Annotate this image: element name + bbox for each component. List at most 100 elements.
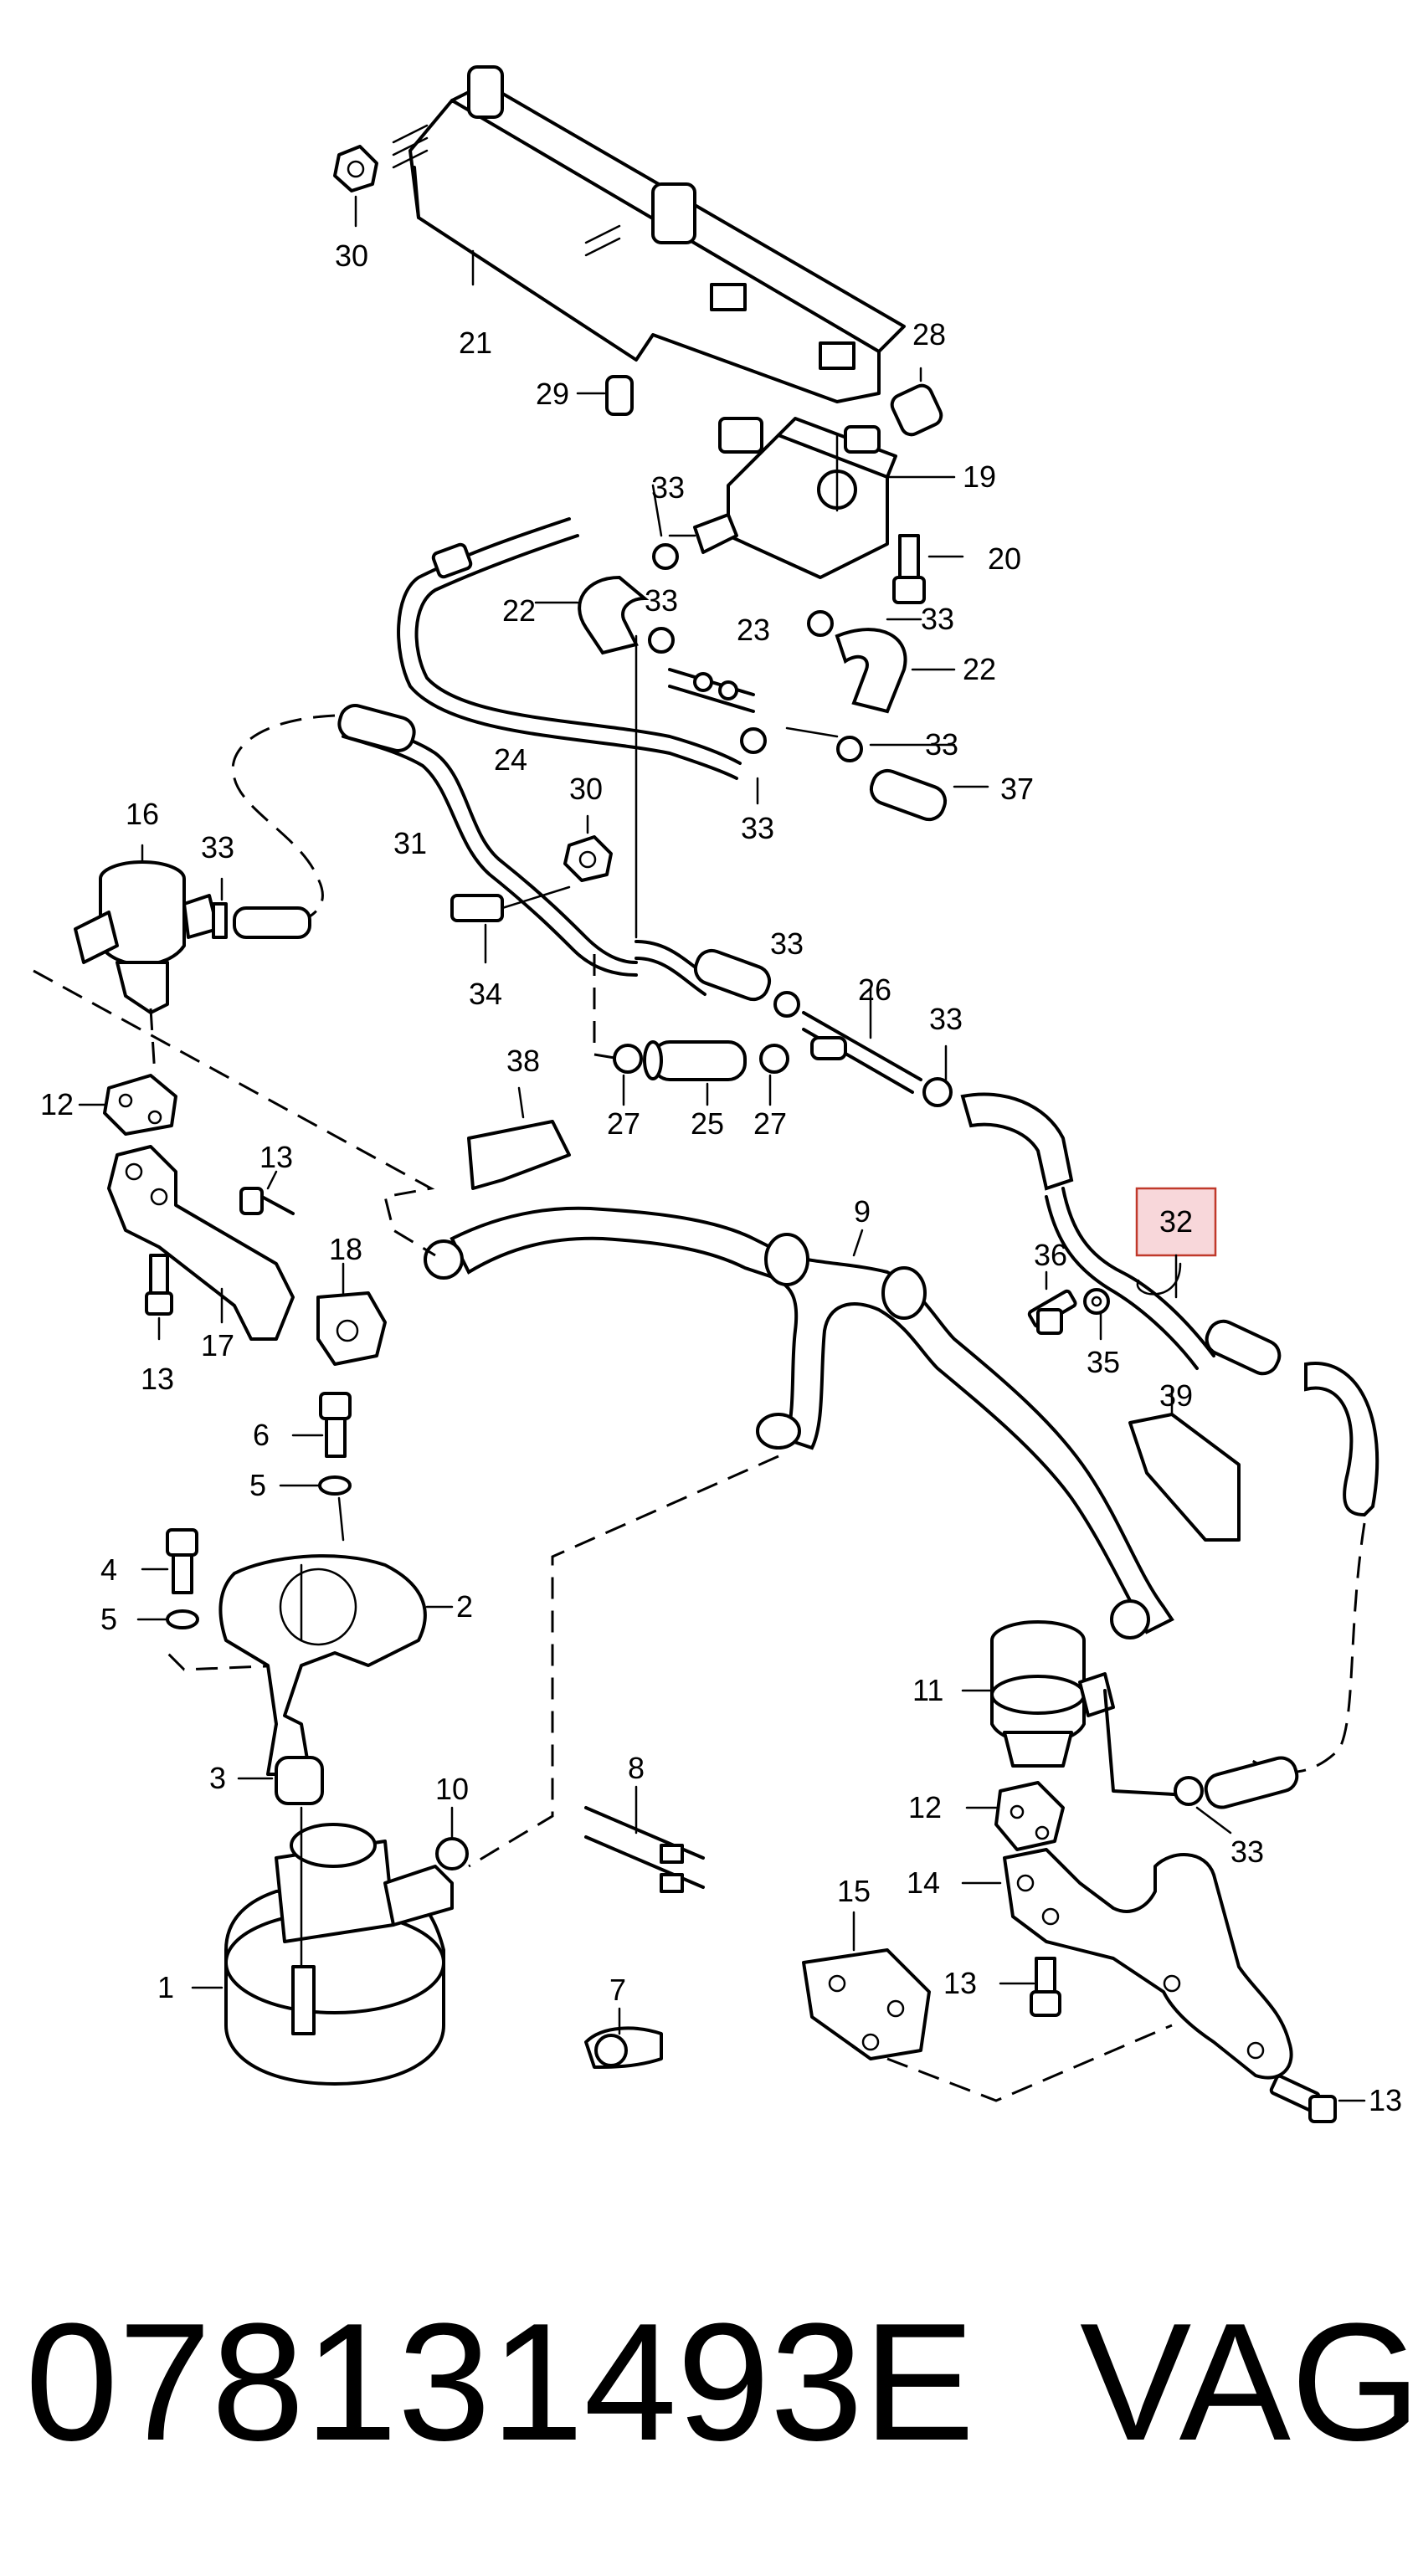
label-4: 4 <box>100 1552 117 1587</box>
part-1-secondary-air-pump <box>191 1806 454 2086</box>
label-13-right: 13 <box>943 1966 977 2000</box>
part-22-hose-left <box>578 575 650 655</box>
part-33-hose-right <box>1304 1362 1379 1517</box>
label-39: 39 <box>1159 1378 1193 1413</box>
part-14-pipe <box>961 1848 1293 2080</box>
part-25-hose-sleeve <box>643 1040 747 1081</box>
label-5-top: 5 <box>249 1468 266 1502</box>
label-33-h: 33 <box>929 1002 963 1036</box>
label-33-d: 33 <box>925 727 958 762</box>
label-13-bottom-right: 13 <box>1369 2083 1402 2117</box>
label-27-left: 27 <box>607 1106 640 1141</box>
part-12-gasket-left <box>78 1074 177 1136</box>
label-10: 10 <box>435 1772 469 1806</box>
part-24-vacuum-line <box>397 517 742 780</box>
label-5-bottom: 5 <box>100 1602 117 1636</box>
label-30-mid: 30 <box>569 772 603 806</box>
part-26-hose-pipe <box>635 940 922 1094</box>
label-36: 36 <box>1034 1238 1067 1272</box>
label-35: 35 <box>1087 1345 1120 1379</box>
label-18: 18 <box>329 1232 362 1266</box>
part-20-bolt <box>892 534 964 604</box>
part-39-bracket <box>1128 1388 1241 1542</box>
label-15: 15 <box>837 1874 871 1908</box>
part-15-gasket <box>802 1911 931 2060</box>
label-33-e: 33 <box>741 811 774 845</box>
label-2: 2 <box>456 1589 473 1624</box>
label-29: 29 <box>536 377 569 411</box>
label-12-right: 12 <box>908 1790 942 1824</box>
part-34-union <box>450 885 571 964</box>
label-33-f: 33 <box>201 830 234 865</box>
part-16-combi-valve <box>74 844 219 1014</box>
label-14: 14 <box>907 1865 940 1900</box>
part-13-bolt-bottom-right <box>1269 2074 1366 2123</box>
label-1: 1 <box>157 1970 174 2004</box>
brand-text: VAG <box>1080 2289 1418 2476</box>
label-33-i: 33 <box>1230 1835 1264 1869</box>
part-12-gasket-right <box>965 1781 1065 1851</box>
label-13-left-top: 13 <box>259 1140 293 1174</box>
label-34: 34 <box>469 977 502 1011</box>
label-30-top: 30 <box>335 239 368 273</box>
part-13-bolt-right <box>999 1957 1061 2017</box>
label-20: 20 <box>988 541 1021 576</box>
part-27-clamps <box>613 1044 789 1106</box>
part-32-hose <box>922 1044 1282 1376</box>
label-37: 37 <box>1000 772 1034 806</box>
part-13-bolt-left-bottom <box>145 1254 173 1341</box>
part-5-washer-bottom <box>136 1609 199 1629</box>
part-18-gasket <box>316 1262 387 1366</box>
label-17: 17 <box>201 1328 234 1362</box>
label-33-g: 33 <box>770 926 804 961</box>
part-38-bracket <box>467 1086 571 1190</box>
callout-labels: 30 21 28 29 19 33 20 22 33 23 33 22 24 3… <box>40 239 1402 2117</box>
label-11: 11 <box>912 1673 943 1707</box>
bracket-pin-top <box>467 65 504 119</box>
part-30-nut-mid <box>563 814 613 882</box>
label-3: 3 <box>209 1761 226 1795</box>
part-28-cap <box>890 367 943 437</box>
part-23-connector <box>668 668 755 713</box>
part-31-air-hose <box>337 704 638 977</box>
part-35-washer <box>1083 1288 1110 1341</box>
label-8: 8 <box>628 1751 645 1785</box>
label-9: 9 <box>854 1194 871 1229</box>
label-7: 7 <box>609 1973 626 2007</box>
label-16: 16 <box>126 797 159 831</box>
part-2-bracket <box>218 1554 454 1776</box>
highlight-box-32 <box>1135 1187 1217 1257</box>
part-8-cable-ties <box>584 1785 705 1893</box>
part-19-solenoid-valve <box>668 417 956 579</box>
part-3-grommet <box>237 1756 324 1805</box>
part-36-bolt <box>1027 1270 1077 1335</box>
label-23: 23 <box>737 613 770 647</box>
bracket-clip-b <box>819 341 855 370</box>
part-9-air-pipe <box>424 1206 1174 1640</box>
label-33-b: 33 <box>645 583 678 618</box>
label-25: 25 <box>691 1106 724 1141</box>
part-30-nut-top <box>333 145 378 192</box>
label-19: 19 <box>963 459 996 494</box>
bracket-pin-mid <box>651 182 696 244</box>
label-33-a: 33 <box>651 470 685 505</box>
label-32: 32 <box>1159 1204 1193 1239</box>
label-22-right: 22 <box>963 652 996 686</box>
part-number-text: 078131493E <box>25 2289 974 2476</box>
label-27-right: 27 <box>753 1106 787 1141</box>
label-21: 21 <box>459 326 492 360</box>
label-33-c: 33 <box>921 602 954 636</box>
part-6-bolt <box>291 1392 352 1458</box>
label-38: 38 <box>506 1044 540 1078</box>
bracket-clip-a <box>710 283 747 311</box>
label-24: 24 <box>494 742 527 777</box>
hose-clamps-upper <box>648 543 863 762</box>
label-22-left: 22 <box>502 593 536 628</box>
part-5-washer-top <box>279 1475 352 1542</box>
label-6: 6 <box>253 1418 270 1452</box>
label-13-left-bottom: 13 <box>141 1362 174 1396</box>
part-7-clip <box>584 2007 663 2069</box>
part-22-hose-right <box>835 628 907 714</box>
